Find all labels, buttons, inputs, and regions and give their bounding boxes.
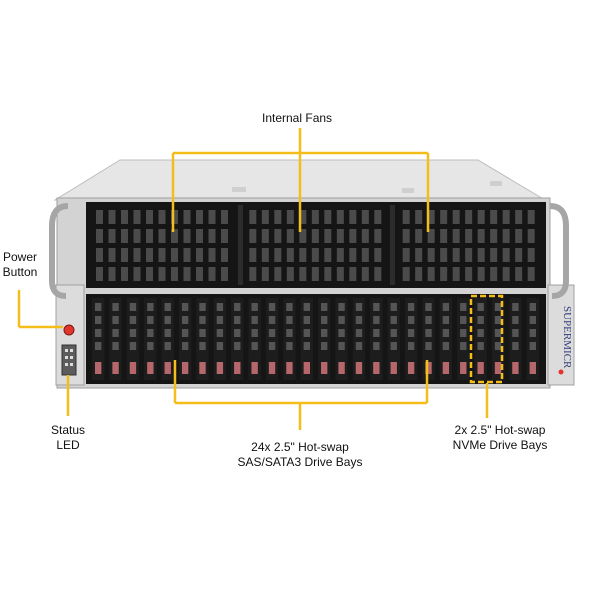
sas-drive-bays-label-line1: 24x 2.5" Hot-swap: [251, 440, 349, 454]
nvme-drive-bays-label-line2: NVMe Drive Bays: [452, 438, 548, 452]
drive-bay-slot: [422, 298, 435, 380]
drive-led: [338, 362, 345, 374]
drive-led: [494, 362, 502, 374]
drive-led: [512, 362, 519, 374]
drive-led: [373, 362, 380, 374]
sas-drive-bays-label: 24x 2.5" Hot-swap SAS/SATA3 Drive Bays: [225, 440, 375, 470]
drive-bay-slot: [335, 298, 348, 380]
drive-bay-slot: [387, 298, 400, 380]
drive-led: [216, 362, 224, 374]
status-led-panel: [61, 344, 77, 376]
power-button-label: Power Button: [0, 250, 40, 280]
right-rack-ear: [547, 284, 575, 386]
drive-bay-slot: [370, 298, 383, 380]
drive-bay-slot: [126, 298, 140, 380]
drive-led: [355, 362, 363, 374]
drive-led: [303, 362, 310, 374]
sas-drive-bays-label-line2: SAS/SATA3 Drive Bays: [237, 455, 363, 469]
drive-led: [112, 362, 119, 374]
brand-logo: SUPERMICR: [561, 306, 573, 369]
drive-bay-slot: [474, 298, 487, 380]
drive-led: [442, 362, 450, 374]
drive-led: [164, 362, 171, 374]
drive-led: [407, 362, 415, 374]
drive-led: [529, 362, 536, 374]
drive-led: [199, 362, 206, 374]
power-button-label-line2: Button: [2, 265, 38, 279]
drive-bay-slot: [509, 298, 522, 380]
drive-led: [286, 362, 293, 374]
fan-module: [249, 210, 382, 281]
drive-bay-slot: [231, 298, 244, 380]
drive-bay-slot: [526, 298, 539, 380]
drive-led: [460, 362, 467, 374]
drive-bay-slot: [283, 298, 296, 380]
status-led-label-line2: LED: [56, 438, 80, 452]
nvme-drive-bay: [439, 298, 453, 380]
drive-led: [129, 362, 137, 374]
drive-led: [95, 362, 102, 374]
drive-led: [268, 362, 276, 374]
drive-bay-slot: [178, 298, 192, 380]
drive-led: [147, 362, 154, 374]
nvme-drive-bays-label: 2x 2.5" Hot-swap NVMe Drive Bays: [430, 423, 570, 453]
drive-bay-slot: [161, 298, 174, 380]
drive-bay-slot: [248, 298, 261, 380]
power-button-label-line1: Power: [2, 250, 37, 264]
drive-bay-slot: [144, 298, 157, 380]
drive-bay-slot: [404, 298, 418, 380]
drive-bay-slot: [109, 298, 122, 380]
drive-bay-slot: [352, 298, 366, 380]
drive-bay-slot: [265, 298, 279, 380]
status-led-label-line1: Status: [50, 423, 86, 437]
nvme-drive-bay: [457, 298, 470, 380]
drive-led: [321, 362, 328, 374]
drive-led: [425, 362, 432, 374]
drive-led: [234, 362, 241, 374]
drive-bay-slot: [196, 298, 209, 380]
drive-bay-slot: [318, 298, 331, 380]
drive-led: [477, 362, 484, 374]
fan-module: [402, 210, 535, 281]
fan-module: [96, 210, 228, 281]
drive-bay-slot: [300, 298, 313, 380]
power-button: [63, 324, 75, 336]
drive-bay-slot: [213, 298, 227, 380]
status-led-label: Status LED: [48, 423, 88, 453]
internal-fans-label: Internal Fans: [262, 111, 333, 125]
drive-led: [390, 362, 397, 374]
drive-bay-slot: [92, 298, 105, 380]
drive-led: [181, 362, 189, 374]
nvme-highlight-box: [469, 294, 504, 384]
nvme-drive-bays-label-line1: 2x 2.5" Hot-swap: [454, 423, 546, 437]
drive-led: [251, 362, 258, 374]
